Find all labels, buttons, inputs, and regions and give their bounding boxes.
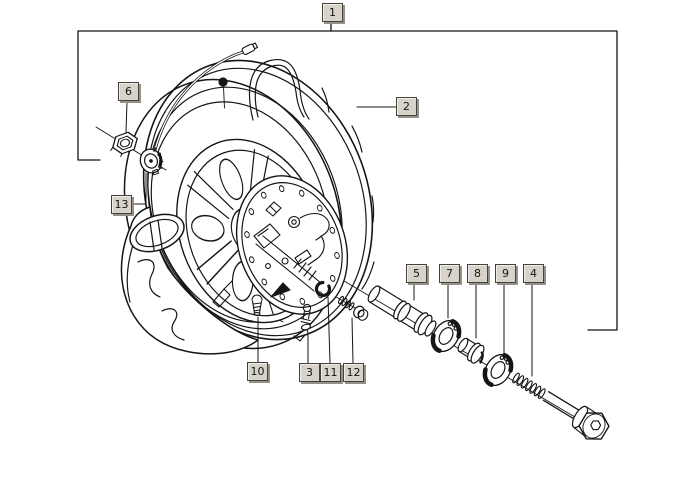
speedometer-drive bbox=[139, 147, 164, 176]
spoke-slot bbox=[219, 158, 244, 201]
callout-8[interactable]: 8 bbox=[467, 264, 488, 283]
callout-5-label: 5 bbox=[413, 267, 420, 280]
callout-10[interactable]: 10 bbox=[247, 362, 268, 381]
circlip bbox=[314, 280, 332, 298]
assembly-direction-arrow bbox=[270, 282, 291, 298]
hub-spacer-bushing bbox=[457, 337, 485, 364]
callout-7[interactable]: 7 bbox=[439, 264, 460, 283]
wheel-spacer-tube bbox=[367, 285, 437, 337]
callout-8-label: 8 bbox=[474, 267, 481, 280]
callout-12[interactable]: 12 bbox=[343, 363, 364, 382]
leader-11 bbox=[327, 296, 331, 364]
bearing-front bbox=[430, 319, 462, 353]
assembly-bracket bbox=[77, 21, 618, 331]
axle-nut bbox=[110, 131, 138, 157]
assembly-direction-arrow-outline bbox=[212, 288, 231, 308]
callout-13-label: 13 bbox=[114, 198, 129, 211]
callout-11-label: 11 bbox=[323, 366, 338, 379]
callout-1[interactable]: 1 bbox=[322, 3, 343, 22]
spoke bbox=[196, 240, 239, 285]
callout-3[interactable]: 3 bbox=[299, 363, 320, 382]
axle-bolt-head bbox=[578, 412, 610, 440]
leader-12 bbox=[351, 317, 354, 364]
spoke-slot bbox=[191, 214, 225, 242]
tire-tread-grooves bbox=[248, 59, 375, 290]
callout-4[interactable]: 4 bbox=[523, 264, 544, 283]
small-bolt bbox=[337, 295, 369, 321]
tire-section-cutaway bbox=[120, 206, 259, 355]
cable-end-fitting bbox=[241, 42, 259, 55]
leader-lines bbox=[125, 100, 533, 377]
callout-9[interactable]: 9 bbox=[495, 264, 516, 283]
disc-holes bbox=[244, 185, 340, 305]
brake-disc bbox=[212, 175, 349, 315]
hub-assembly bbox=[212, 201, 330, 308]
callout-13[interactable]: 13 bbox=[111, 195, 132, 214]
callout-9-label: 9 bbox=[502, 267, 509, 280]
axle-bolt bbox=[512, 372, 610, 440]
callout-6[interactable]: 6 bbox=[118, 82, 139, 101]
spoke bbox=[187, 170, 234, 220]
callout-10-label: 10 bbox=[250, 365, 265, 378]
callout-11[interactable]: 11 bbox=[320, 363, 341, 382]
cable-clip-dot bbox=[218, 77, 228, 87]
callout-5[interactable]: 5 bbox=[406, 264, 427, 283]
callout-6-label: 6 bbox=[125, 85, 132, 98]
tire-valve bbox=[293, 303, 312, 342]
leader-13 bbox=[132, 172, 147, 205]
callout-12-label: 12 bbox=[346, 366, 361, 379]
callout-2[interactable]: 2 bbox=[396, 97, 417, 116]
disc-screw bbox=[251, 294, 263, 316]
callout-4-label: 4 bbox=[530, 267, 537, 280]
leader-6 bbox=[125, 100, 128, 134]
bearing-rear bbox=[482, 353, 514, 387]
callout-1-label: 1 bbox=[329, 6, 336, 19]
callout-7-label: 7 bbox=[446, 267, 453, 280]
callout-2-label: 2 bbox=[403, 100, 410, 113]
callout-3-label: 3 bbox=[306, 366, 313, 379]
